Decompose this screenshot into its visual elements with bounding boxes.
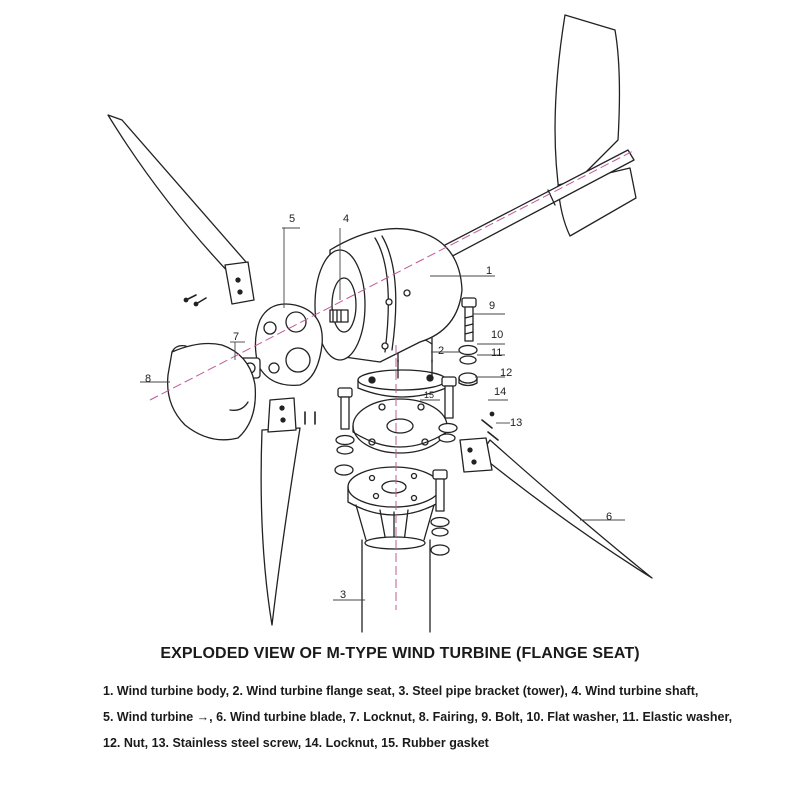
lower-flange <box>347 466 441 516</box>
wind-turbine-blade <box>107 114 255 305</box>
callout-2: 2 <box>438 345 444 357</box>
leader-lines <box>140 227 625 601</box>
callout-13: 13 <box>510 417 522 429</box>
steel-pipe-bracket <box>355 504 435 633</box>
callout-15: 15 <box>424 390 434 400</box>
bolt-set <box>334 297 478 556</box>
callout-9: 9 <box>489 300 495 312</box>
blade-screws <box>183 294 207 307</box>
hub <box>254 303 323 386</box>
callout-1: 1 <box>486 265 492 277</box>
legend-line: 1. Wind turbine body, 2. Wind turbine fl… <box>103 684 699 698</box>
legend-line: 12. Nut, 13. Stainless steel screw, 14. … <box>103 736 489 750</box>
blade-screws <box>481 411 499 441</box>
callout-10: 10 <box>491 329 503 341</box>
centerline <box>149 149 636 610</box>
callout-12: 12 <box>500 367 512 379</box>
callout-11: 11 <box>491 347 502 359</box>
blade-screws <box>304 411 316 425</box>
wind-turbine-blade <box>260 397 301 626</box>
callout-14: 14 <box>494 386 506 398</box>
tail-vane <box>554 14 637 237</box>
callout-5: 5 <box>289 213 295 225</box>
diagram-title: EXPLODED VIEW OF M-TYPE WIND TURBINE (FL… <box>160 645 640 662</box>
wind-turbine-shaft <box>329 309 349 323</box>
callout-6: 6 <box>606 511 612 523</box>
callout-3: 3 <box>340 589 346 601</box>
legend-line: 5. Wind turbine →, 6. Wind turbine blade… <box>103 710 733 724</box>
callout-8: 8 <box>145 373 151 385</box>
exploded-view-diagram: 1 2 3 4 5 6 7 8 9 10 11 12 13 14 15 <box>107 14 653 633</box>
rubber-gasket <box>352 398 448 454</box>
fairing <box>166 342 257 441</box>
wind-turbine-blade <box>459 437 653 579</box>
parts-legend: 1. Wind turbine body, 2. Wind turbine fl… <box>103 682 783 760</box>
wind-turbine-body <box>314 227 463 363</box>
callout-4: 4 <box>343 213 349 225</box>
callout-7: 7 <box>233 331 239 343</box>
